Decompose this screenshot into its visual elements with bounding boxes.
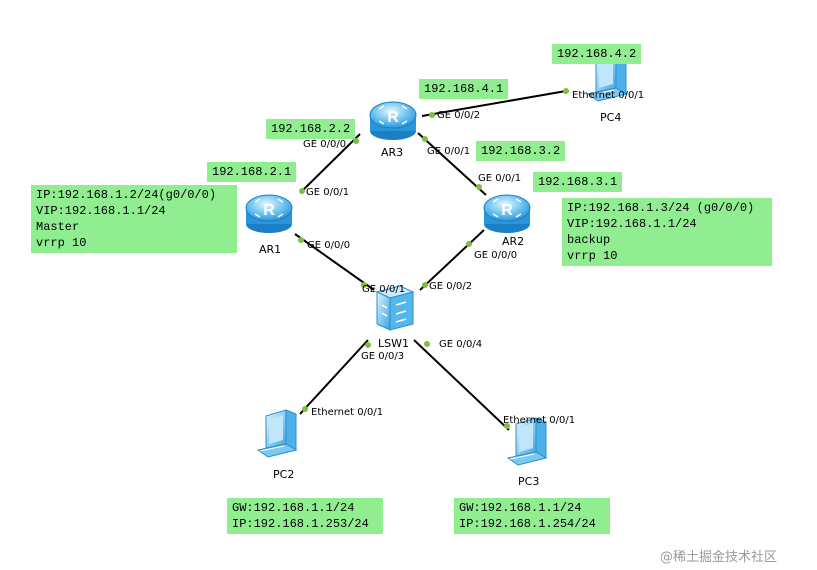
link-ar3-pc4 <box>421 90 567 117</box>
device-label-pc3: PC3 <box>518 475 540 488</box>
port-label-ar2-ge000: GE 0/0/0 <box>474 250 518 261</box>
link-lsw1-pc2 <box>299 339 369 415</box>
ar2-vrrp-text: vrrp 10 <box>567 249 618 263</box>
ar1-ip-text: IP:192.168.1.2/24(g0/0/0) <box>36 188 217 202</box>
link-lsw1-pc3 <box>413 339 510 431</box>
ar2-ip-text: IP:192.168.1.3/24 (g0/0/0) <box>567 201 755 215</box>
ip-label-pc4: 192.168.4.2 <box>552 44 642 64</box>
router-ar2-icon[interactable] <box>483 194 531 234</box>
ar1-info-box: IP:192.168.1.2/24(g0/0/0) VIP:192.168.1.… <box>31 185 237 253</box>
ip-label-ar3-ge002: 192.168.4.1 <box>419 79 509 99</box>
pc2-info-box: GW:192.168.1.1/24 IP:192.168.1.253/24 <box>227 498 383 534</box>
ar2-info-box: IP:192.168.1.3/24 (g0/0/0) VIP:192.168.1… <box>562 198 772 266</box>
port-label-lsw1-ge003: GE 0/0/3 <box>361 351 405 362</box>
link-ar1-lsw1 <box>294 233 375 291</box>
pc2-gw-text: GW:192.168.1.1/24 <box>232 501 355 515</box>
ar1-role-text: Master <box>36 220 80 234</box>
pc3-gw-text: GW:192.168.1.1/24 <box>459 501 582 515</box>
router-ar3-icon[interactable] <box>369 101 417 141</box>
watermark: @稀土掘金技术社区 <box>660 550 778 565</box>
pc2-icon[interactable] <box>257 409 297 458</box>
pc3-info-box: GW:192.168.1.1/24 IP:192.168.1.254/24 <box>454 498 610 534</box>
link-ar2-lsw1 <box>419 229 485 291</box>
port-dots <box>298 88 569 429</box>
device-label-lsw1: LSW1 <box>378 337 409 350</box>
device-label-ar1: AR1 <box>259 243 282 256</box>
port-label-pc3-eth: Ethernet 0/0/1 <box>503 415 576 426</box>
device-label-pc2: PC2 <box>273 468 295 481</box>
ip-label-ar3-ge001: 192.168.3.2 <box>476 141 566 161</box>
ar1-vip-text: VIP:192.168.1.1/24 <box>36 204 166 218</box>
ar2-vip-text: VIP:192.168.1.1/24 <box>567 217 697 231</box>
port-label-lsw1-ge002: GE 0/0/2 <box>429 281 473 292</box>
device-label-ar3: AR3 <box>381 146 404 159</box>
port-label-ar1-ge000: GE 0/0/0 <box>307 240 351 251</box>
link-ar3-ar2 <box>417 132 487 196</box>
links <box>294 90 567 431</box>
port-label-ar3-ge002: GE 0/0/2 <box>437 110 481 121</box>
port-label-pc2-eth: Ethernet 0/0/1 <box>311 407 384 418</box>
device-label-ar2: AR2 <box>502 235 525 248</box>
ar1-vrrp-text: vrrp 10 <box>36 236 87 250</box>
port-label-lsw1-ge001: GE 0/0/1 <box>362 284 406 295</box>
link-ar3-ar1 <box>299 133 361 194</box>
ip-label-ar3-ge000: 192.168.2.2 <box>266 119 356 139</box>
ar2-role-text: backup <box>567 233 611 247</box>
switch-lsw1-icon[interactable] <box>375 285 415 331</box>
pc3-ip-text: IP:192.168.1.254/24 <box>459 517 596 531</box>
ip-label-ar2-ge001: 192.168.3.1 <box>533 172 623 192</box>
ip-label-ar1-ge001: 192.168.2.1 <box>207 162 297 182</box>
pc2-ip-text: IP:192.168.1.253/24 <box>232 517 369 531</box>
port-label-lsw1-ge004: GE 0/0/4 <box>439 339 483 350</box>
port-label-pc4-eth: Ethernet 0/0/1 <box>572 90 645 101</box>
port-label-ar2-ge001: GE 0/0/1 <box>478 173 522 184</box>
router-ar1-icon[interactable] <box>245 194 293 234</box>
port-label-ar3-ge000: GE 0/0/0 <box>303 139 347 150</box>
port-label-ar1-ge001: GE 0/0/1 <box>306 187 350 198</box>
device-label-pc4: PC4 <box>600 111 622 124</box>
port-label-ar3-ge001: GE 0/0/1 <box>427 146 471 157</box>
